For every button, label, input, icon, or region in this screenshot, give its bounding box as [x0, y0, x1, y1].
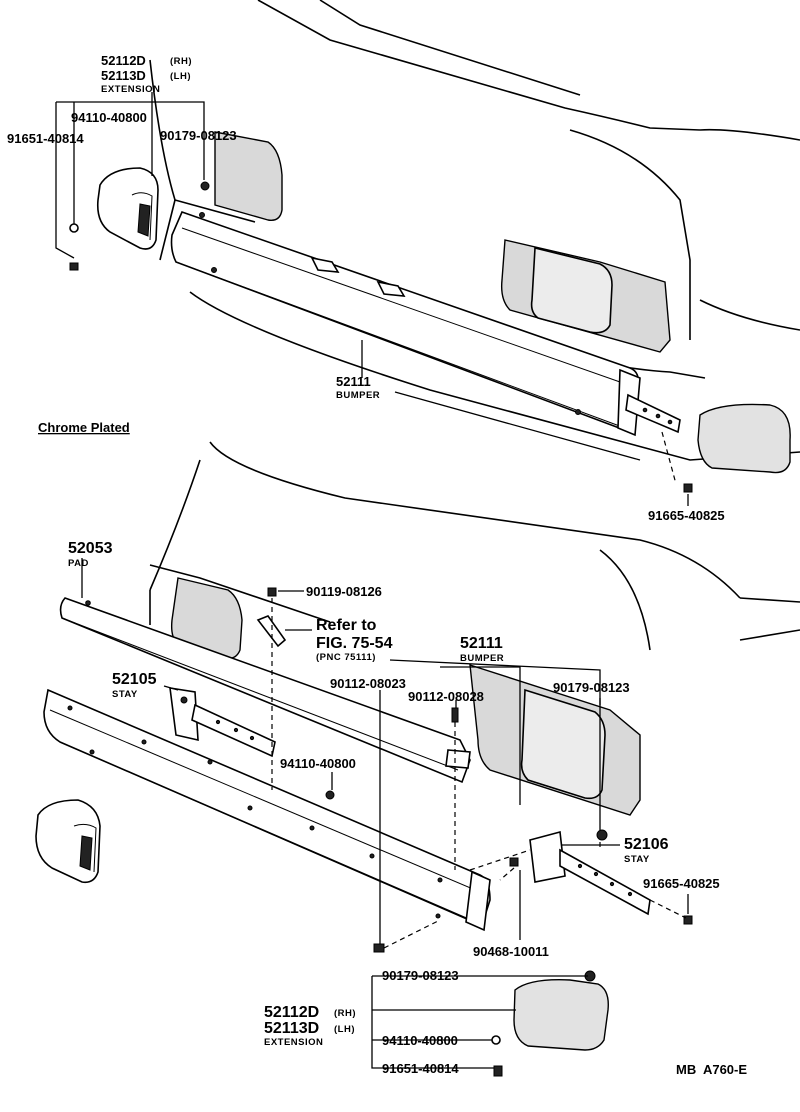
bolt-91665-upper: [683, 483, 693, 493]
upper-stay-right: [625, 393, 681, 434]
label-bot-90179: 90179-08123: [382, 968, 459, 983]
nut-90179-mid: [596, 829, 608, 841]
label-top-ext-rh-side: (RH): [170, 56, 192, 67]
upper-leaders: [55, 92, 689, 506]
lower-fasteners: [256, 587, 693, 1077]
label-bolt-90119: 90119-08126: [306, 584, 382, 599]
label-stay-right-pn: 52106: [624, 836, 669, 853]
lower-extension-right: [513, 979, 609, 1051]
clip-90468: [509, 857, 519, 867]
label-top-94110: 94110-40800: [71, 110, 147, 125]
nut-94110-upper: [69, 223, 79, 233]
nut-94110-mid: [325, 790, 335, 800]
label-stay-right-name: STAY: [624, 854, 650, 865]
label-pad-name: PAD: [68, 558, 89, 569]
label-bot-94110: 94110-40800: [382, 1033, 458, 1048]
label-stay-left-name: STAY: [112, 689, 138, 700]
label-bot-ext-rh-side: (RH): [334, 1008, 356, 1019]
label-top-bumper-name: BUMPER: [336, 390, 380, 401]
label-nut-90179-mid: 90179-08123: [553, 680, 630, 695]
nut-94110-lower: [491, 1035, 501, 1045]
stay-right-52106: [529, 830, 651, 916]
label-refer-fig: FIG. 75-54: [316, 635, 393, 652]
label-stay-left-pn: 52105: [112, 671, 157, 688]
label-bot-ext-name: EXTENSION: [264, 1037, 323, 1048]
bolt-90119: [267, 587, 277, 597]
label-top-bumper-pn: 52111: [336, 374, 371, 389]
label-refer-to: Refer to: [316, 617, 377, 634]
labels: 52112D (RH) 52113D (LH) EXTENSION 94110-…: [7, 53, 747, 1077]
lower-dash-lines: [271, 598, 687, 949]
label-top-91651: 91651-40814: [7, 131, 84, 146]
stay-left-52105: [169, 687, 276, 758]
lower-bumper-52111: [43, 688, 491, 932]
label-bottom-bumper-pn: 52111: [460, 635, 503, 652]
bolt-91651-lower: [493, 1065, 503, 1077]
label-bolt-90112-b: 90112-08028: [408, 689, 484, 704]
upper-vehicle-body: [149, 0, 800, 461]
label-bot-ext-rh: 52112D: [264, 1004, 319, 1021]
label-bot-ext-lh: 52113D: [264, 1020, 319, 1037]
pad-52053: [59, 597, 471, 784]
upper-extension-left: [96, 167, 159, 250]
label-bolt-91665-bot: 91665-40825: [643, 876, 720, 891]
label-top-ext-lh: 52113D: [101, 68, 146, 83]
chrome-plated-caption: Chrome Plated: [38, 420, 130, 435]
figure-code: MB A760-E: [676, 1062, 747, 1077]
nut-90179-upper: [200, 181, 210, 191]
bolt-90112-a: [373, 943, 385, 953]
label-bot-91651: 91651-40814: [382, 1061, 459, 1076]
label-clip-90468: 90468-10011: [473, 944, 549, 959]
bolt-91651-upper: [69, 262, 79, 271]
label-nut-94110-mid: 94110-40800: [280, 756, 356, 771]
bolt-90112-b: [451, 707, 459, 723]
refer-bracket: [256, 615, 287, 648]
label-top-ext-rh: 52112D: [101, 53, 146, 68]
lower-leaders: [81, 558, 689, 1069]
upper-extension-right: [697, 403, 791, 474]
label-top-91665: 91665-40825: [648, 508, 725, 523]
label-refer-pnc: (PNC 75111): [316, 652, 376, 663]
label-top-ext-name: EXTENSION: [101, 84, 160, 95]
label-bottom-bumper-name: BUMPER: [460, 653, 504, 664]
label-bolt-90112-a: 90112-08023: [330, 676, 406, 691]
label-top-ext-lh-side: (LH): [170, 71, 191, 82]
lower-vehicle-body: [149, 441, 800, 816]
upper-fasteners: [69, 181, 693, 493]
lower-extension-left: [35, 799, 101, 884]
label-bot-ext-lh-side: (LH): [334, 1024, 355, 1035]
label-top-90179: 90179-08123: [160, 128, 237, 143]
label-pad-pn: 52053: [68, 540, 113, 557]
